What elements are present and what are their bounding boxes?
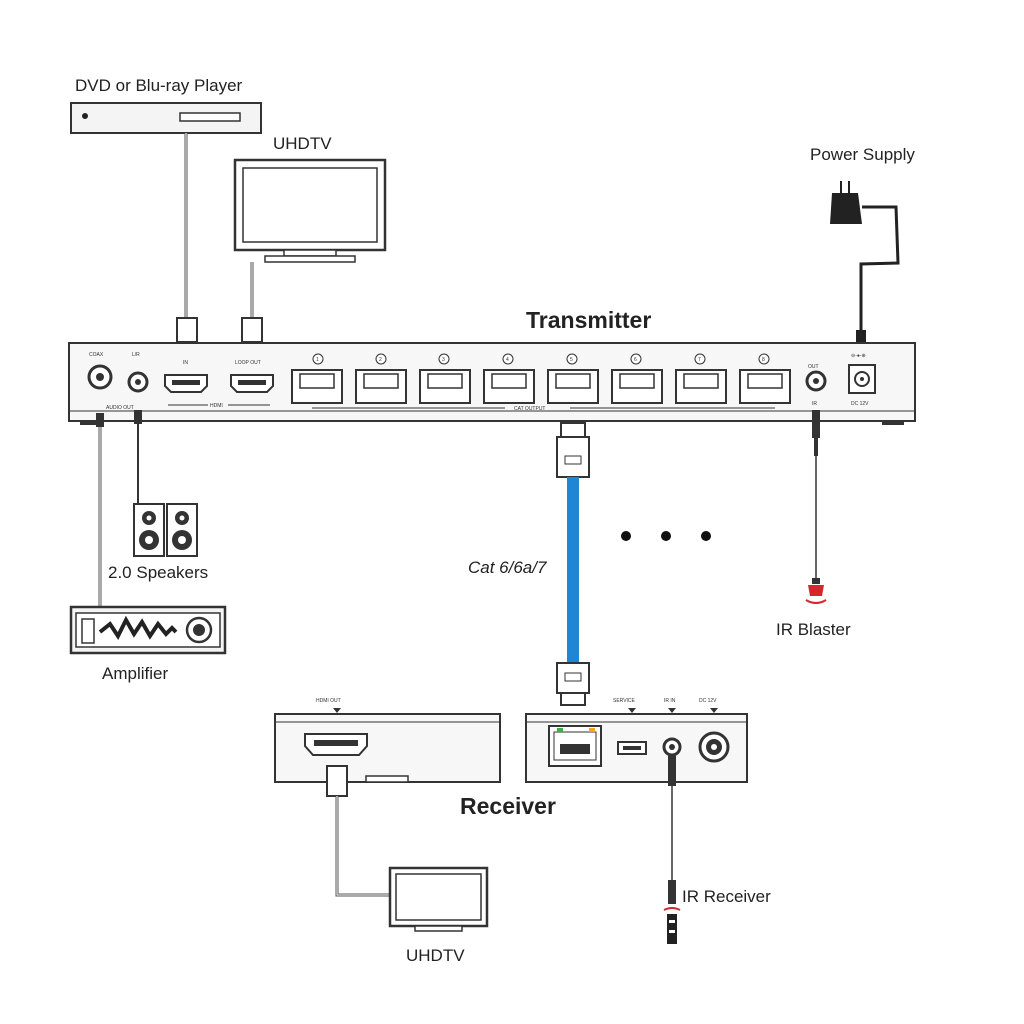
ir-blaster [805,410,827,604]
power-supply [830,181,900,344]
power-supply-label: Power Supply [810,145,915,164]
ir-label: IR [812,401,817,407]
cat-output-label: CAT OUTPUT [514,406,545,412]
cat-port-6: 6 [611,353,663,404]
ir-out-label: OUT [808,364,819,370]
transmitter-unit: COAX L/R AUDIO OUT IN LOOP OUT HDMI 1 2 [68,342,916,425]
receiver-title: Receiver [460,793,556,819]
cat-port-5: 5 [547,353,599,404]
uhdtv-top-label: UHDTV [273,134,332,153]
cat-cable [556,422,590,706]
receiver-ir-in-label: IR IN [664,698,676,704]
lr-cable [134,410,146,516]
receiver-port-side: SERVICE IR IN DC 12V [525,698,748,783]
svg-text:4: 4 [506,357,509,363]
dvd-player [70,102,262,134]
hdmi-group-label: HDMI [210,403,223,409]
dvd-player-label: DVD or Blu-ray Player [75,76,243,95]
ir-receiver [663,756,681,944]
hdmi-loop-label: LOOP OUT [235,360,261,366]
cable-label: Cat 6/6a/7 [468,558,547,577]
svg-text:2: 2 [379,357,382,363]
hdmi-cable-in [176,133,198,343]
lr-label: L/R [132,352,140,358]
cat-port-1: 1 [291,353,343,404]
cat-port-2: 2 [355,353,407,404]
ir-receiver-label: IR Receiver [682,887,771,906]
ir-blaster-label: IR Blaster [776,620,851,639]
uhdtv-top [233,158,387,263]
uhdtv-bottom-label: UHDTV [406,946,465,965]
speakers-label: 2.0 Speakers [108,563,208,582]
hdmi-cable-loop [241,262,263,343]
hdmi-cable-out [326,765,390,897]
transmitter-title: Transmitter [526,307,651,333]
amplifier [69,605,227,655]
svg-text:7: 7 [698,357,701,363]
hdmi-in-label: IN [183,360,188,366]
receiver-service-label: SERVICE [613,698,636,704]
receiver-hdmi-out-label: HDMI OUT [316,698,341,704]
speakers [133,503,198,557]
svg-text:1: 1 [316,357,319,363]
receiver-dc-label: DC 12V [699,698,717,704]
uhdtv-bottom [388,866,489,932]
hdmi-in-port [164,374,208,393]
coax-cable [96,413,104,610]
dc-label: DC 12V [851,401,869,407]
amplifier-label: Amplifier [102,664,168,683]
cat-port-7: 7 [675,353,727,404]
receiver-hdmi-side: HDMI OUT [274,698,501,783]
svg-text:⊖-●-⊕: ⊖-●-⊕ [851,353,866,359]
cat-port-3: 3 [419,353,471,404]
audio-out-label: AUDIO OUT [106,405,134,411]
svg-text:3: 3 [442,357,445,363]
cat-port-4: 4 [483,353,535,404]
coax-label: COAX [89,352,104,358]
svg-text:6: 6 [634,357,637,363]
svg-text:5: 5 [570,357,573,363]
svg-text:8: 8 [762,357,765,363]
cat-port-8: 8 [739,353,791,404]
continuation-dots [621,531,711,541]
hdmi-loop-port [230,374,274,393]
